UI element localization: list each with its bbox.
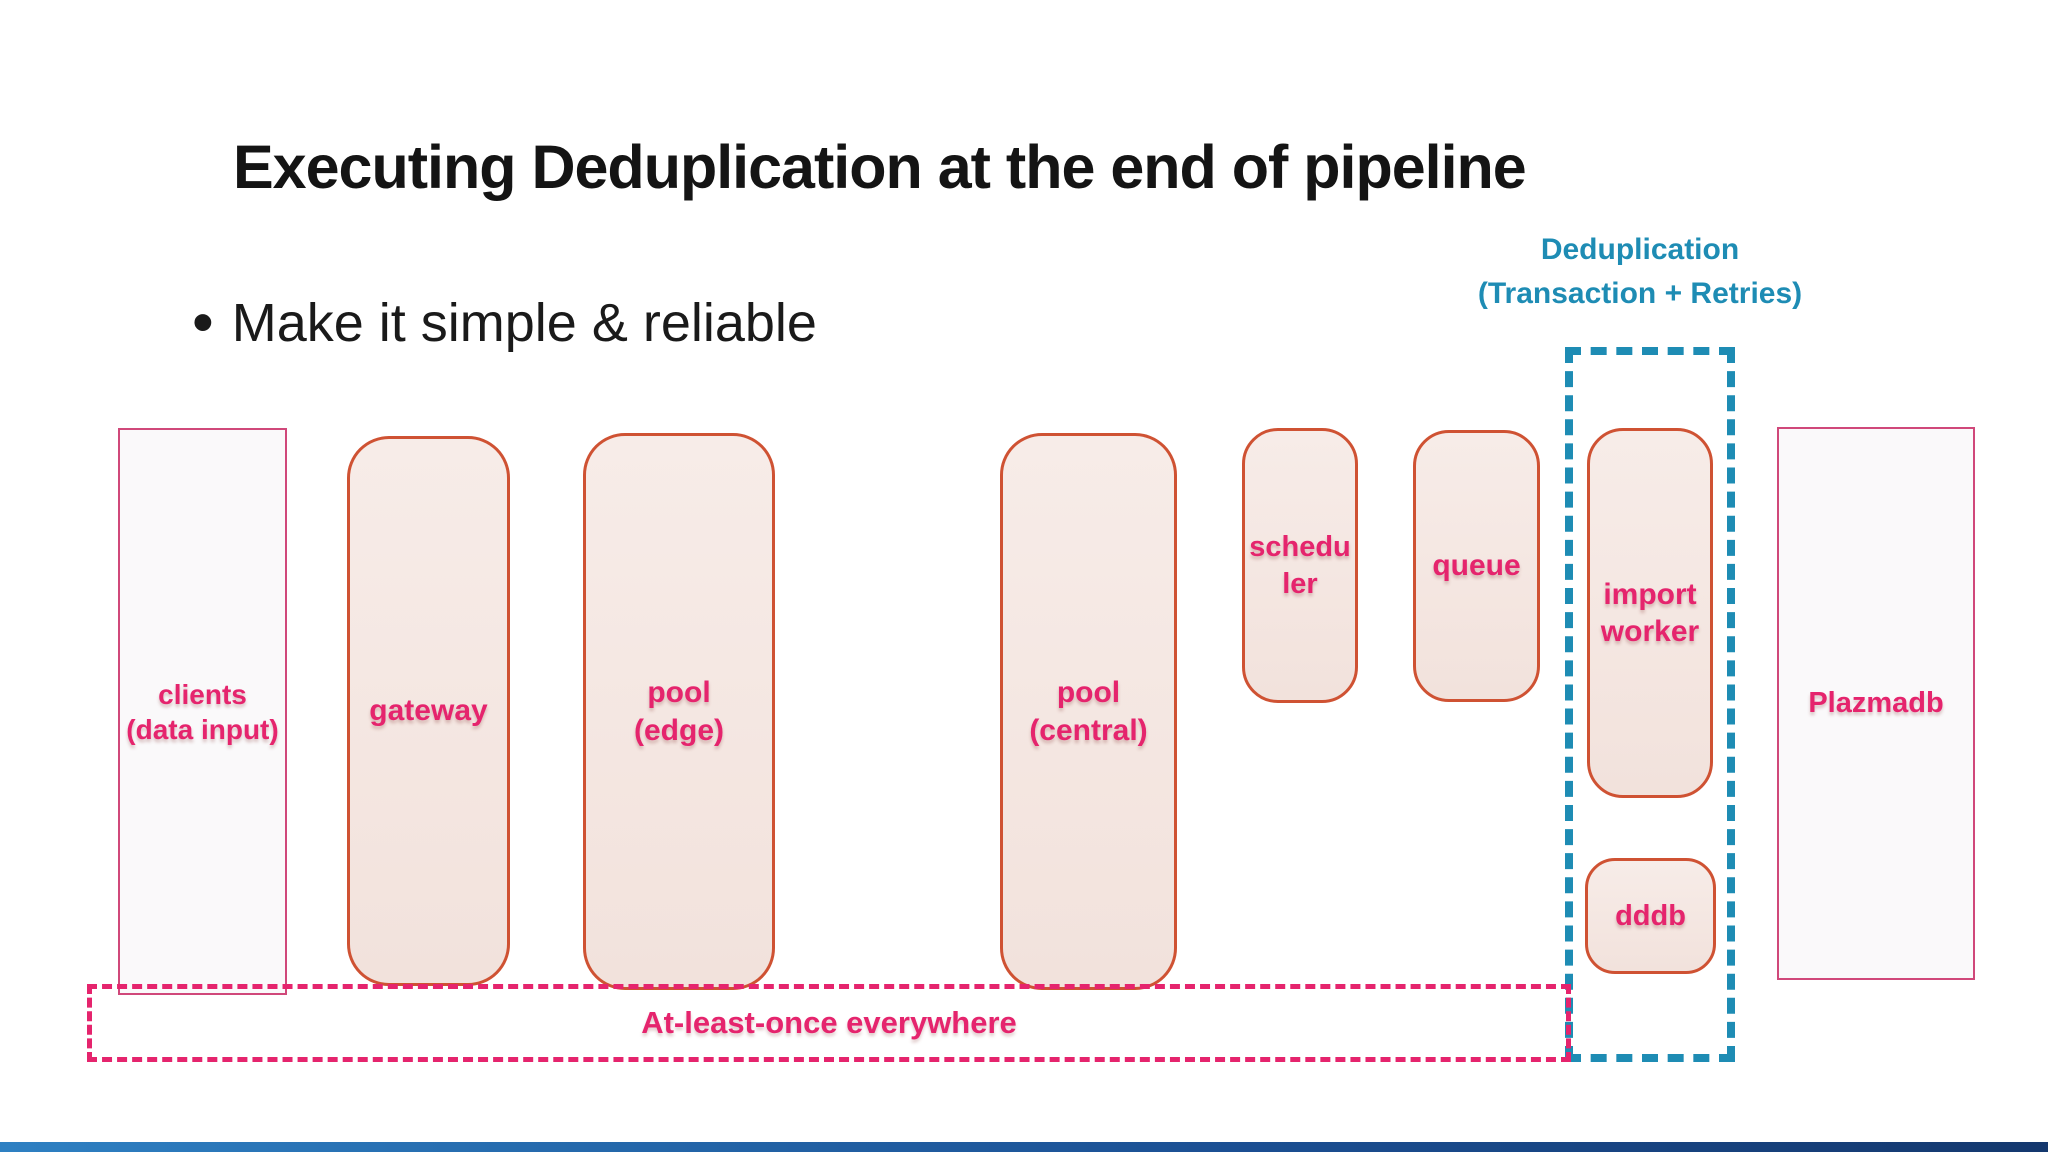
node-queue-label: queue [1432, 549, 1521, 583]
node-dddb-label: dddb [1615, 899, 1686, 932]
bullet-text: Make it simple & reliable [231, 293, 817, 353]
node-dddb: dddb [1585, 858, 1716, 974]
node-import-worker-label: import worker [1600, 577, 1700, 649]
node-gateway: gateway [347, 436, 510, 986]
bottom-accent-bar [0, 1142, 2048, 1152]
node-pool-edge: pool (edge) [583, 433, 775, 990]
at-least-once-label: At-least-once everywhere [641, 1005, 1017, 1040]
node-pool-central: pool (central) [1000, 433, 1177, 990]
deduplication-group-label: Deduplication (Transaction + Retries) [1477, 233, 1803, 310]
node-scheduler: schedu ler [1242, 428, 1358, 703]
node-queue: queue [1413, 430, 1540, 702]
node-gateway-label: gateway [369, 694, 488, 728]
at-least-once-dashed-region: At-least-once everywhere [87, 984, 1571, 1062]
node-pool-edge-label: pool (edge) [634, 676, 724, 747]
node-plazmadb: Plazmadb [1777, 427, 1975, 980]
deduplication-dashed-region [1565, 347, 1735, 1062]
bullet-dot: • [192, 288, 214, 357]
node-clients: clients (data input) [118, 428, 287, 995]
page-title: Executing Deduplication at the end of pi… [233, 133, 1527, 201]
node-plazmadb-label: Plazmadb [1808, 687, 1944, 720]
bullet-item: • Make it simple & reliable [192, 292, 817, 354]
node-pool-central-label: pool (central) [1029, 676, 1148, 747]
node-import-worker: import worker [1587, 428, 1713, 798]
node-clients-label: clients (data input) [126, 678, 279, 745]
node-scheduler-label: schedu ler [1249, 531, 1351, 600]
